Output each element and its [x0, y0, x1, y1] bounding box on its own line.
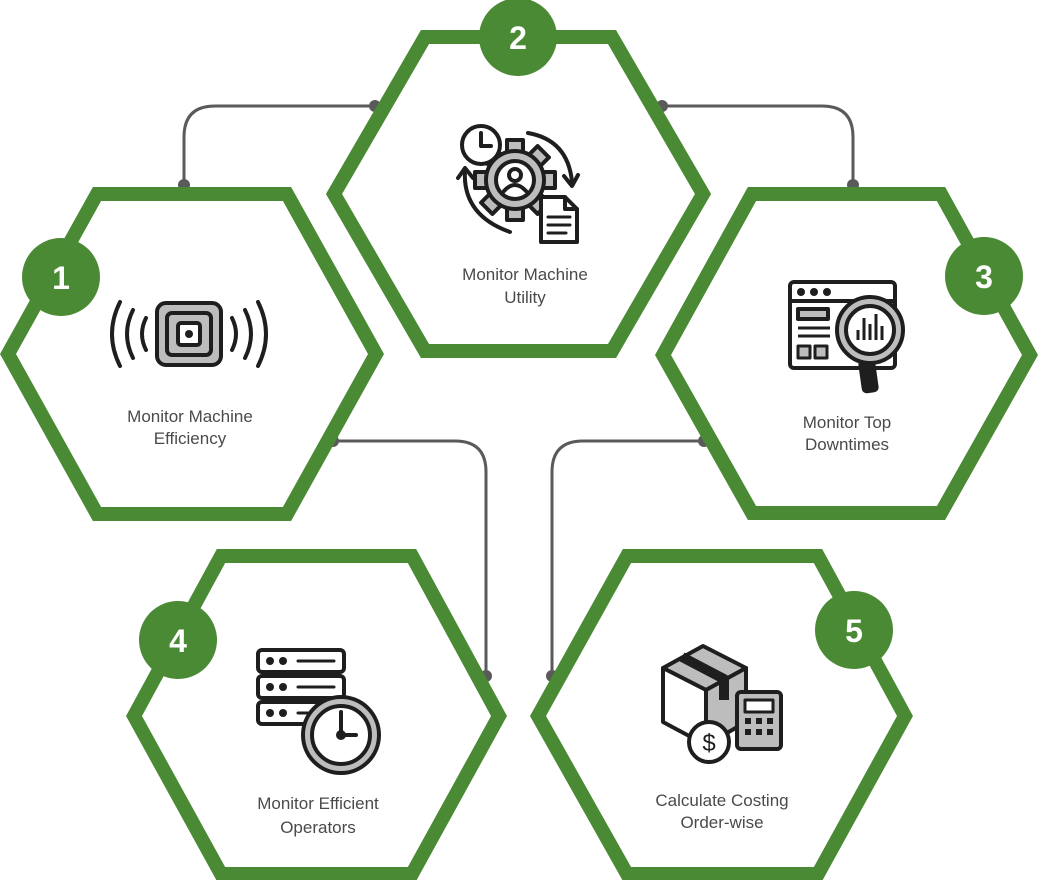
gear-clock-document-icon — [456, 124, 580, 244]
step-4-number: 4 — [169, 623, 187, 659]
step-4-badge: 4 — [139, 601, 217, 679]
step-2-label: Monitor Machine Utility — [462, 265, 588, 307]
step-5-label-line1: Calculate Costing — [655, 791, 788, 810]
box-calculator-dollar-icon: $ — [661, 644, 783, 764]
dashboard-magnifier-icon — [788, 280, 905, 394]
step-1-label-line1: Monitor Machine — [127, 407, 253, 426]
step-5-label-line2: Order-wise — [680, 813, 763, 832]
hexagon-step-5 — [529, 549, 913, 880]
step-2-label-line1: Monitor Machine — [462, 265, 588, 284]
server-clock-icon — [256, 648, 381, 775]
hexagons — [0, 30, 1038, 880]
step-3-label: Monitor Top Downtimes — [803, 413, 892, 454]
step-1-label-line2: Efficiency — [154, 429, 227, 448]
step-3-badge: 3 — [945, 237, 1023, 315]
step-3-label-line2: Downtimes — [805, 435, 889, 454]
step-1-badge: 1 — [22, 238, 100, 316]
hexagon-step-3 — [654, 187, 1038, 520]
connector-1-to-4 — [333, 439, 488, 676]
connector-2-to-3 — [662, 104, 855, 185]
svg-text:$: $ — [702, 730, 715, 757]
step-2-label-line2: Utility — [504, 288, 546, 307]
step-2-badge: 2 — [479, 0, 557, 76]
hexagon-step-4 — [126, 549, 507, 880]
step-4-label-line2: Operators — [280, 818, 356, 837]
step-4-label-line1: Monitor Efficient — [257, 794, 379, 813]
step-3-label-line1: Monitor Top — [803, 413, 892, 432]
step-5-number: 5 — [845, 613, 863, 649]
machine-signal-icon — [110, 300, 268, 368]
step-3-number: 3 — [975, 259, 993, 295]
step-4-label: Monitor Efficient Operators — [257, 794, 379, 837]
step-2-number: 2 — [509, 20, 527, 56]
connector-2-to-1 — [182, 104, 375, 185]
step-1-number: 1 — [52, 260, 70, 296]
hexagon-step-2 — [325, 30, 712, 358]
connector-3-to-5 — [550, 439, 704, 676]
connectors — [182, 104, 855, 676]
hexagon-step-1 — [0, 187, 385, 521]
step-5-label: Calculate Costing Order-wise — [655, 791, 788, 832]
step-5-badge: 5 — [815, 591, 893, 669]
step-1-label: Monitor Machine Efficiency — [127, 407, 253, 448]
